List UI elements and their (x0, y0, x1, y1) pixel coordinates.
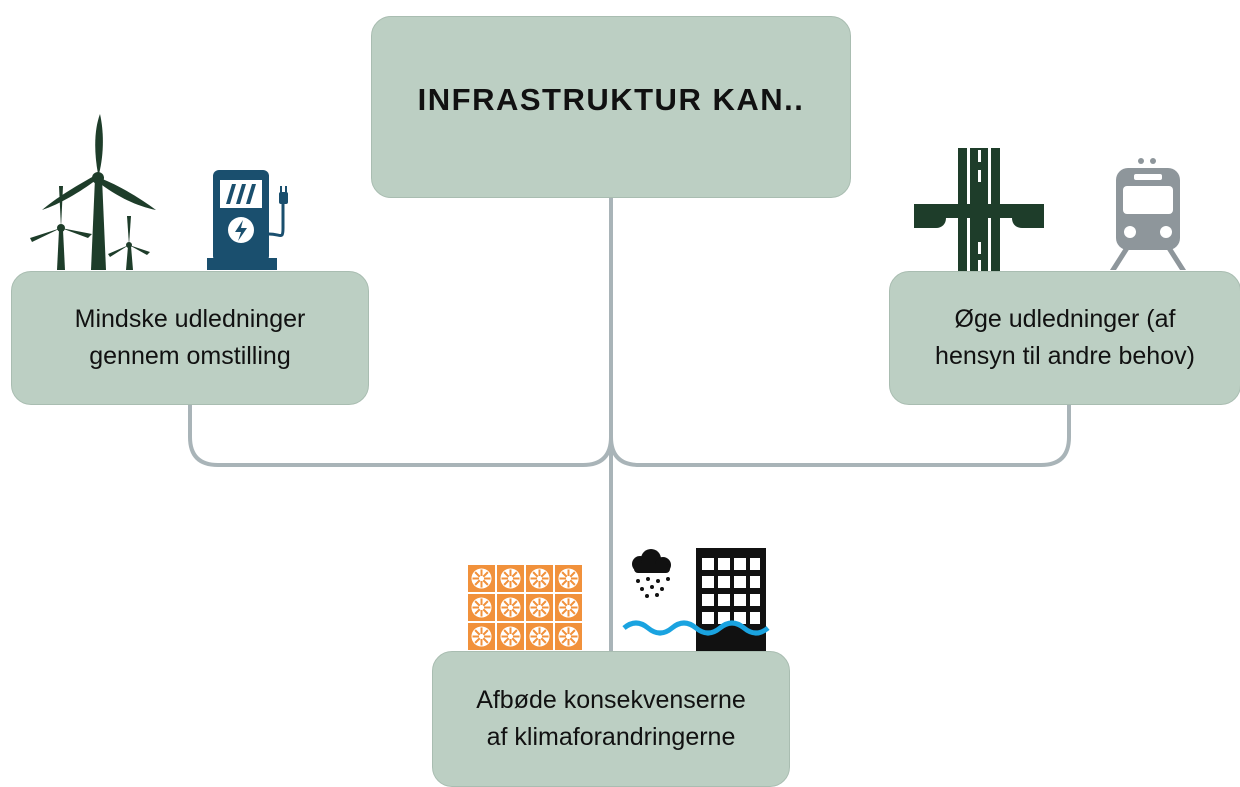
solar-cell (497, 623, 524, 650)
solar-cell (468, 565, 495, 592)
branch-bottom-line1: Afbøde konsekvenserne (476, 686, 746, 714)
solar-cell (497, 594, 524, 621)
flood-building-icon (622, 548, 770, 652)
solar-cell (468, 594, 495, 621)
solar-panels-icon (468, 565, 582, 650)
branch-box-bottom: Afbøde konsekvenserne af klimaforandring… (432, 651, 790, 787)
branch-bottom-line2: af klimaforandringerne (486, 723, 736, 751)
branch-box-left: Mindske udledninger gennem omstilling (11, 271, 369, 405)
train-icon (1110, 158, 1186, 270)
diagram-title: INFRASTRUKTUR KAN.. (417, 82, 805, 117)
wind-turbines-icon (30, 114, 156, 270)
branch-right-line1: Øge udledninger (af (954, 305, 1176, 333)
solar-cell (555, 623, 582, 650)
branch-right-line2: hensyn til andre behov) (935, 342, 1195, 370)
solar-cell (526, 623, 553, 650)
solar-cell (497, 565, 524, 592)
branch-left-line1: Mindske udledninger (74, 305, 306, 333)
solar-cell (555, 594, 582, 621)
title-box: INFRASTRUKTUR KAN.. (371, 16, 851, 198)
solar-cell (468, 623, 495, 650)
branch-box-right: Øge udledninger (af hensyn til andre beh… (889, 271, 1240, 405)
solar-cell (526, 594, 553, 621)
solar-cell (526, 565, 553, 592)
branch-left-line2: gennem omstilling (89, 342, 291, 370)
solar-cell (555, 565, 582, 592)
ev-charger-icon (207, 170, 288, 270)
highway-bridge-icon (914, 148, 1044, 272)
